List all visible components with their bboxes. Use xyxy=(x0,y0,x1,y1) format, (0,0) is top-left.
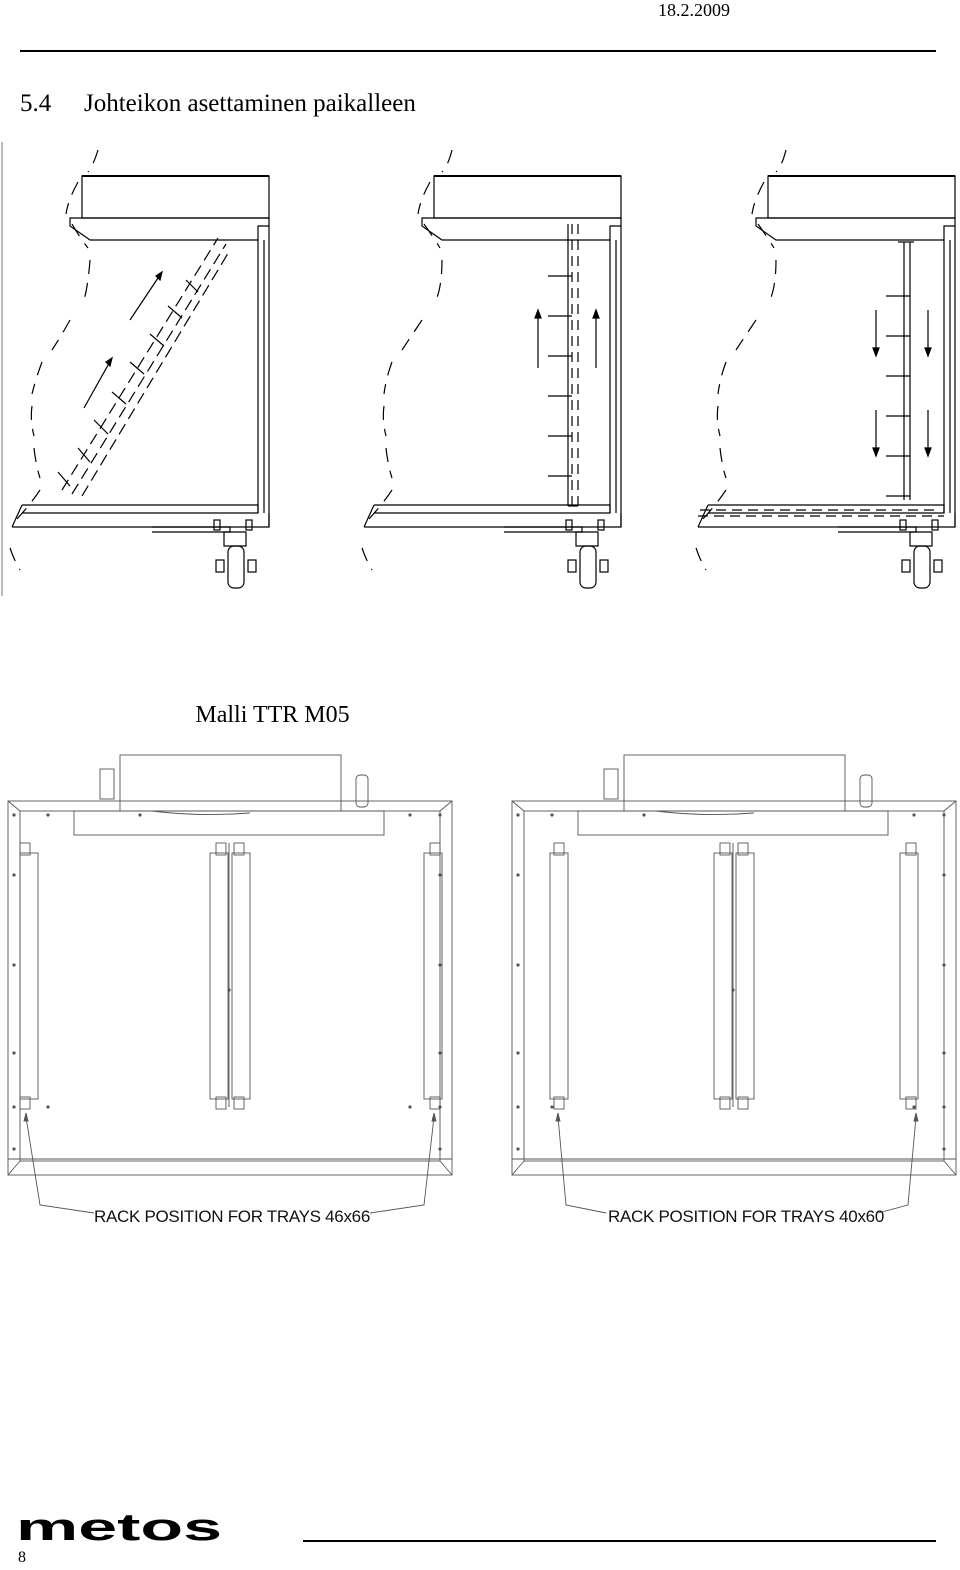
rack-position-plans-figure: RACK POSITION FOR TRAYS 46x66 RACK POSIT… xyxy=(7,754,957,1226)
screw-hole xyxy=(12,1051,16,1055)
header-rule xyxy=(20,50,936,52)
screw-hole xyxy=(46,1105,50,1109)
screw-hole xyxy=(516,1147,520,1151)
screw-hole xyxy=(408,813,412,817)
down-arrow-icon xyxy=(872,310,932,458)
metos-logo-graphic: metos xyxy=(16,1507,222,1549)
plan-46x66 xyxy=(7,754,453,1214)
step-3-panel xyxy=(695,149,956,589)
screw-hole xyxy=(942,1105,946,1109)
caster-wheel-icon xyxy=(565,519,609,589)
screw-hole xyxy=(942,1051,946,1055)
step-2-panel xyxy=(361,149,622,589)
section-heading: 5.4 Johteikon asettaminen paikalleen xyxy=(20,90,416,118)
page-number: 8 xyxy=(18,1549,26,1566)
screw-hole xyxy=(912,813,916,817)
screw-hole xyxy=(138,813,142,817)
section-number: 5.4 xyxy=(20,90,52,117)
screw-hole xyxy=(942,963,946,967)
screw-hole xyxy=(912,1105,916,1109)
metos-logo-text: metos xyxy=(16,1507,222,1549)
screw-hole xyxy=(942,813,946,817)
screw-hole xyxy=(642,813,646,817)
screw-hole xyxy=(438,963,442,967)
screw-hole xyxy=(731,988,735,992)
caption-40x60: RACK POSITION FOR TRAYS 40x60 xyxy=(608,1207,884,1226)
screw-hole xyxy=(12,813,16,817)
header-date: 18.2.2009 xyxy=(658,0,730,20)
screw-hole xyxy=(942,873,946,877)
rack-insertion-steps-figure xyxy=(1,142,956,596)
screw-hole xyxy=(438,873,442,877)
caption-46x66: RACK POSITION FOR TRAYS 46x66 xyxy=(94,1207,370,1226)
screw-hole xyxy=(516,963,520,967)
model-title: Malli TTR M05 xyxy=(195,702,350,728)
screw-hole xyxy=(438,1051,442,1055)
screw-hole xyxy=(438,813,442,817)
caster-wheel-icon xyxy=(899,519,943,589)
screw-hole xyxy=(438,1105,442,1109)
screw-hole xyxy=(408,1105,412,1109)
screw-hole xyxy=(942,1147,946,1151)
screw-hole xyxy=(12,1105,16,1109)
screw-hole xyxy=(227,988,231,992)
screw-hole xyxy=(550,1105,554,1109)
caster-wheel-icon xyxy=(213,519,257,589)
section-title: Johteikon asettaminen paikalleen xyxy=(84,90,416,117)
screw-hole xyxy=(516,1105,520,1109)
screw-hole xyxy=(550,813,554,817)
footer-rule xyxy=(303,1540,936,1542)
screw-hole xyxy=(438,1147,442,1151)
screw-hole xyxy=(12,963,16,967)
screw-hole xyxy=(12,1147,16,1151)
plan-40x60 xyxy=(511,754,957,1214)
screw-hole xyxy=(516,1051,520,1055)
screw-hole xyxy=(516,813,520,817)
screw-hole xyxy=(516,873,520,877)
screw-hole xyxy=(12,873,16,877)
up-arrow-icon xyxy=(534,308,600,368)
screw-hole xyxy=(46,813,50,817)
step-1-panel xyxy=(9,149,270,589)
